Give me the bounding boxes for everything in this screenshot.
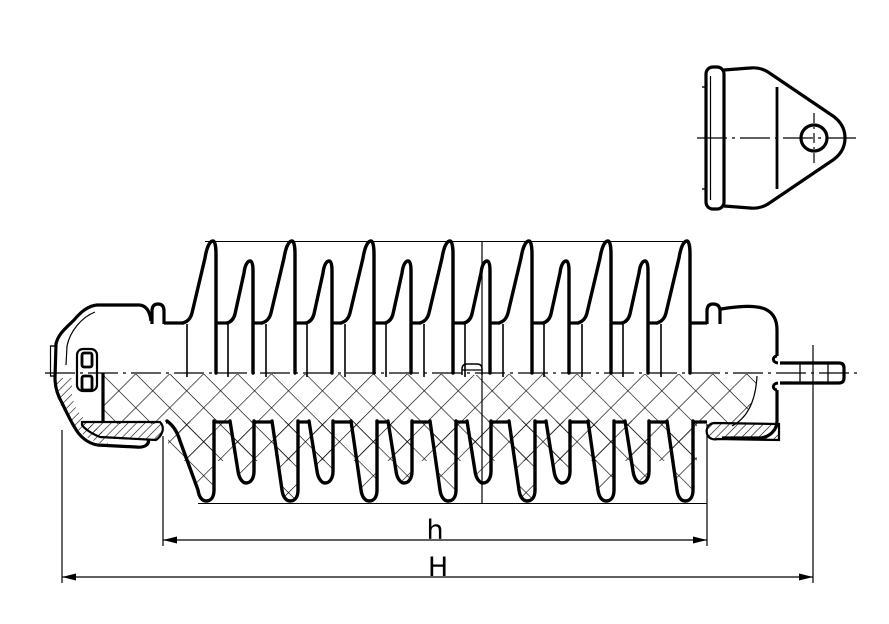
right-end-fitting: [705, 304, 846, 442]
pin: [780, 361, 846, 385]
top-fins: [181, 239, 692, 375]
sheath-lip-right-top: [705, 302, 722, 324]
H-dimension-label: H: [428, 552, 448, 583]
fin-root-lines: [186, 324, 662, 377]
sheath-lip-left: [150, 302, 166, 324]
h-dimension-label: h: [426, 515, 443, 546]
dimensions: h H: [61, 345, 814, 583]
end-view: [697, 65, 856, 211]
left-end-fitting: [49, 303, 164, 449]
bottom-fins: [165, 419, 695, 503]
main-view: [45, 239, 857, 505]
core-marker: [461, 363, 483, 375]
